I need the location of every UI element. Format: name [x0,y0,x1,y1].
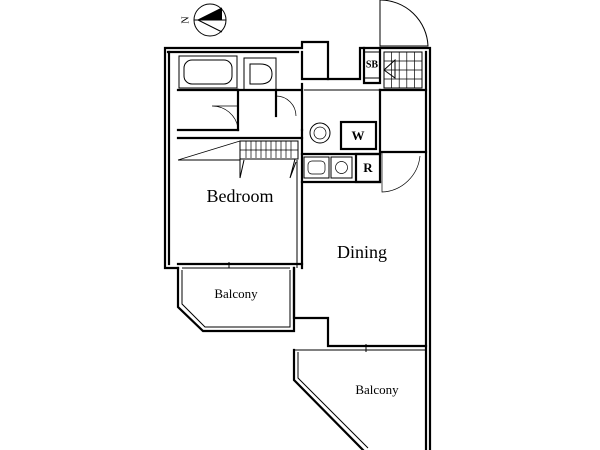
toilet-icon [249,63,273,85]
compass-north-label: N [180,16,191,23]
exterior-walls [163,40,432,450]
balcony-right-outline [292,348,369,450]
bathtub [178,55,238,89]
entrance-door-swing [379,0,429,47]
counter-sink [330,156,353,179]
closet-hangers [240,141,298,158]
dining-walls [292,266,428,352]
stove-burner-icon [307,160,326,175]
refrigerator-label: R [363,160,373,175]
sink-icon [309,122,331,144]
toilet-door-swing [275,95,297,117]
shoe-box [363,51,381,79]
bathroom-door-swing [211,105,239,129]
washer-space [339,120,378,151]
kitchen-area: W R [300,120,382,184]
balcony-left-label: Balcony [214,286,258,301]
tile-grid [384,52,422,88]
shoe-box-label: SB [366,59,379,70]
stove [303,156,330,179]
cooktop-icon [335,161,348,174]
dining-label: Dining [337,242,387,262]
bathroom-area [176,55,304,132]
bathtub-basin-icon [183,59,233,85]
entrance-area: SB [304,0,429,193]
toilet-enclosure [243,57,277,91]
washer-label: W [352,128,365,143]
compass: N [180,3,227,37]
compass-needle-icon [198,8,222,20]
bedroom-label: Bedroom [207,186,274,206]
bedroom-walls [176,128,304,270]
balcony-right-label: Balcony [355,382,399,397]
hall-door-swing [381,152,421,193]
